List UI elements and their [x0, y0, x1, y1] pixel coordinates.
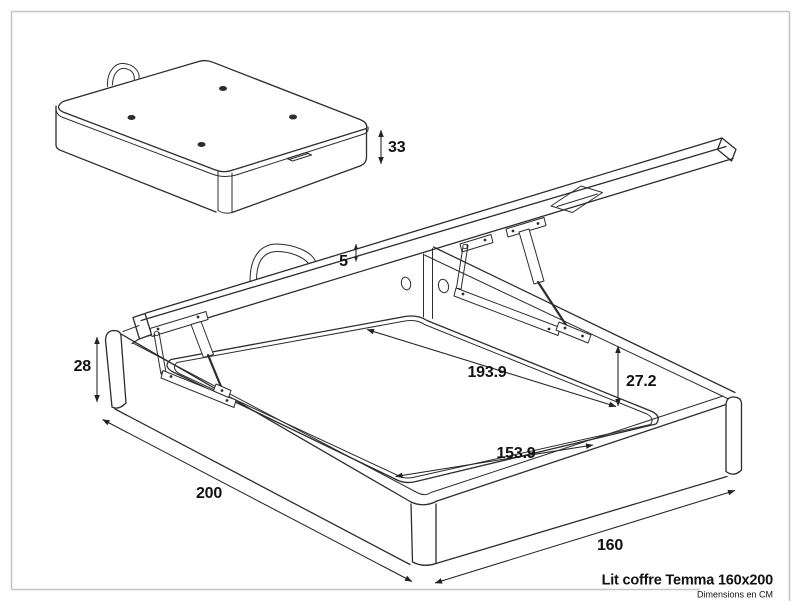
lift-mechanism-left: [149, 311, 237, 408]
dim-interior-length: 193.9: [366, 328, 617, 408]
closed-bed-left-edge: [55, 105, 217, 213]
lid-handle: [249, 243, 316, 282]
drawing-title: Lit coffre Temma 160x200: [602, 573, 774, 589]
box-right-post: [725, 396, 743, 475]
dim-closed-height: 33: [378, 129, 406, 165]
closed-bed-lid-rim: [55, 109, 369, 177]
lid-grip-slot: [550, 185, 603, 213]
dim-exterior-length-label: 200: [196, 485, 222, 502]
lid-right-endcap: [716, 137, 737, 162]
lid-button-dots: [127, 86, 297, 147]
gas-strut-right: [518, 228, 545, 285]
dim-interior-depth-label: 27.2: [626, 373, 657, 390]
gas-strut-left: [190, 321, 214, 358]
closed-bed-right-edge: [231, 127, 368, 214]
dim-exterior-width: 160: [434, 489, 736, 584]
dim-exterior-width-label: 160: [597, 537, 623, 554]
box-front-post: [410, 500, 438, 566]
dim-base-height: 28: [74, 336, 100, 403]
open-bed-view: 5 28 200 160 193.9 27.2 153.9: [74, 137, 743, 584]
dim-base-height-label: 28: [74, 358, 92, 375]
units-note: Dimensions en CM: [697, 590, 773, 600]
dim-exterior-length: 200: [102, 419, 413, 582]
dim-interior-depth: 27.2: [615, 345, 657, 407]
closed-bed-view: 33: [55, 59, 406, 214]
frame-border: [10, 10, 791, 601]
dim-interior-width: 153.9: [395, 443, 594, 479]
dim-lid-thickness-label: 5: [339, 253, 348, 270]
ventilation-holes: [400, 276, 450, 294]
closed-bed-top-face: [57, 59, 368, 173]
box-floor: [166, 315, 659, 484]
dim-lid-thickness: 5: [339, 243, 358, 270]
dim-interior-width-label: 153.9: [496, 445, 535, 462]
closed-bed-front-post: [217, 171, 233, 214]
dim-closed-height-label: 33: [388, 139, 406, 156]
closed-bed-handle: [106, 62, 140, 87]
closed-bed-grip-slot: [286, 152, 312, 162]
lid-panel: [131, 137, 737, 345]
title-block: Lit coffre Temma 160x200 Dimensions en C…: [602, 573, 774, 600]
box-left-post: [104, 329, 127, 409]
dim-interior-length-label: 193.9: [467, 364, 506, 381]
